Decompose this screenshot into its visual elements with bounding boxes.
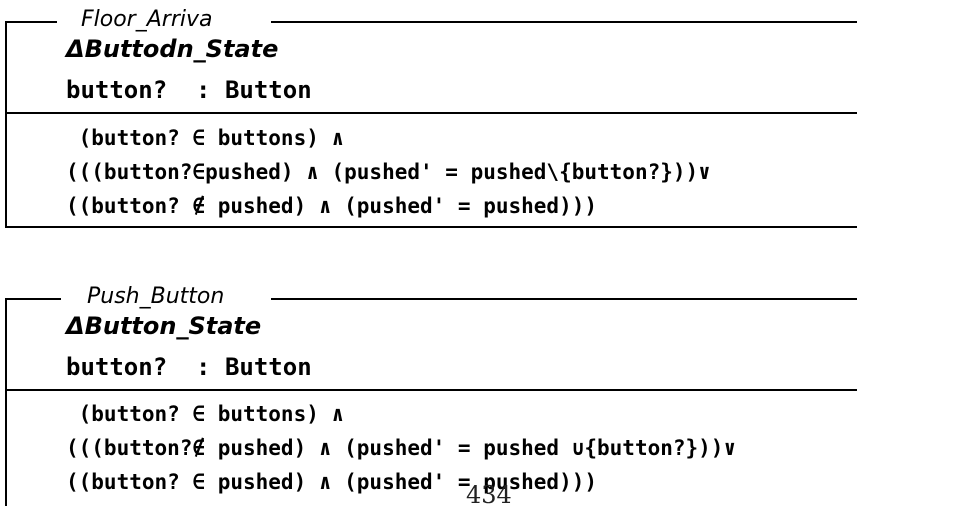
schema-title: Floor_Arriva [81,7,213,32]
schema-predicate-line: ((button? ∈ pushed) ∧ (pushed' = pushed)… [66,470,598,494]
schema-predicate-line: ((button? ∉ pushed) ∧ (pushed' = pushed)… [66,194,598,218]
page-number: 434 [466,481,512,509]
schema-delta: ΔButtodn_State [66,35,279,63]
schema-top-rule-right [271,298,857,300]
schema-top-rule-right [271,21,857,23]
schema-top-rule-left [5,21,57,23]
schema-predicate-line: (((button?∈pushed) ∧ (pushed' = pushed\{… [66,160,711,184]
schema-declaration: button? : Button [66,353,312,381]
schema-left-border [5,298,7,506]
schema-predicate-line: (button? ∈ buttons) ∧ [66,126,345,150]
schema-left-border [5,21,7,227]
schema-title: Push_Button [87,284,225,309]
schema-top-rule-left [5,298,61,300]
schema-divider [5,389,857,391]
schema-declaration: button? : Button [66,76,312,104]
schema-predicate-line: (button? ∈ buttons) ∧ [66,402,345,426]
schema-bottom-rule [5,226,857,228]
schema-predicate-line: (((button?∉ pushed) ∧ (pushed' = pushed … [66,436,737,460]
schema-delta: ΔButton_State [66,312,262,340]
schema-divider [5,112,857,114]
